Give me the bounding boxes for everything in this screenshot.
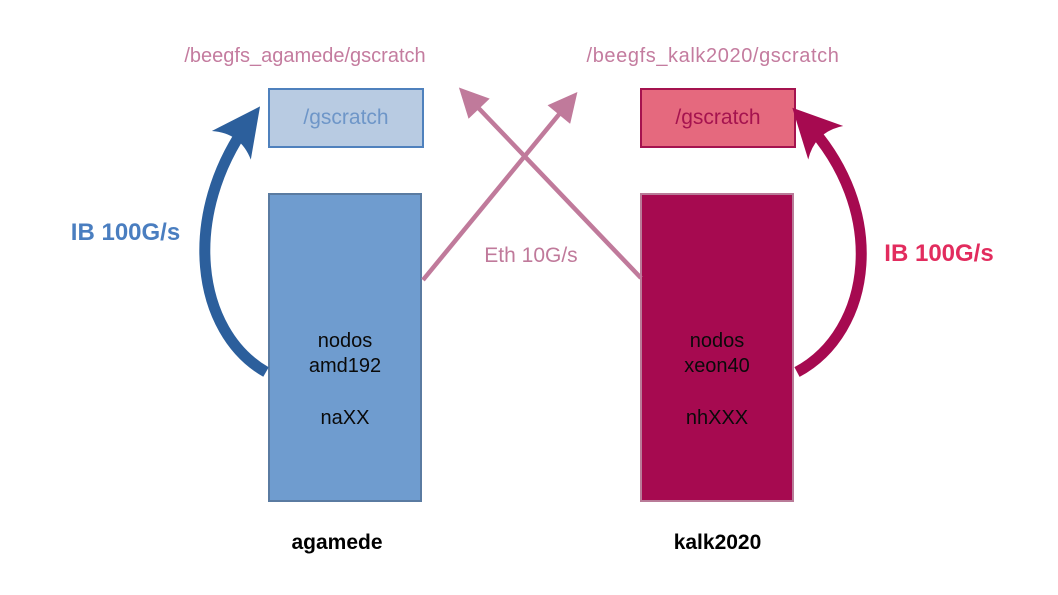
node-naming: nhXXX <box>685 407 749 429</box>
gscratch-box-agamede: /gscratch <box>268 88 424 148</box>
node-type-line1: nodos <box>317 330 373 352</box>
beegfs-path-agamede: /beegfs_agamede/gscratch <box>184 45 426 67</box>
ib-link-label-kalk2020: IB 100G/s <box>884 240 994 267</box>
eth-link-label: Eth 10G/s <box>484 244 578 267</box>
node-type-line2: amd192 <box>308 355 382 377</box>
node-box-kalk2020-text: nodos xeon40 nhXXX <box>642 329 792 431</box>
node-box-agamede: nodos amd192 naXX <box>268 193 422 502</box>
beegfs-path-kalk2020: /beegfs_kalk2020/gscratch <box>586 45 840 67</box>
node-box-kalk2020: nodos xeon40 nhXXX <box>640 193 794 502</box>
ib-link-label-agamede: IB 100G/s <box>70 219 181 246</box>
node-type-line2: xeon40 <box>684 355 750 377</box>
gscratch-box-kalk2020: /gscratch <box>640 88 796 148</box>
cluster-name-kalk2020: kalk2020 <box>673 531 762 554</box>
gscratch-label-agamede: /gscratch <box>303 106 389 129</box>
ib-arrow-agamede <box>199 106 269 377</box>
cluster-name-agamede: agamede <box>291 531 383 554</box>
node-type-line1: nodos <box>689 330 745 352</box>
gscratch-label-kalk2020: /gscratch <box>675 106 761 129</box>
node-box-agamede-text: nodos amd192 naXX <box>270 329 420 431</box>
ib-arrow-kalk2020 <box>792 107 867 377</box>
node-naming: naXX <box>320 407 370 429</box>
